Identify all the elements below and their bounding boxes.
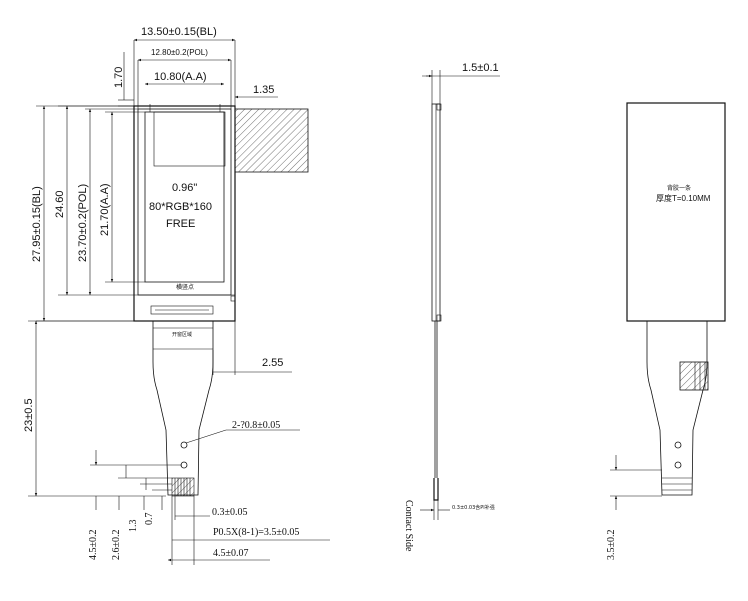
- dim-pitch-spec: P0.5X(8-1)=3.5±0.05: [213, 527, 299, 538]
- back-panel: [626, 102, 726, 322]
- dim-outline-width: 13.50±0.15(BL): [141, 26, 217, 38]
- pi-note: 0.3±0.03含PI补强: [452, 504, 495, 511]
- dim-45: 4.5±0.2: [88, 530, 99, 561]
- fpc-tail: [152, 321, 214, 496]
- dim-35: 3.5±0.2: [606, 530, 617, 561]
- under-screen-label: 横竖点: [176, 283, 194, 291]
- screen-status-text: FREE: [166, 218, 195, 230]
- back-view: 背胶一条 厚度T=0.10MM 3.5±0.2: [606, 102, 726, 561]
- side-view: 1.5±0.1 0.3±0.03含PI补强 Contact Side: [403, 62, 500, 552]
- dim-mid-height: 24.60: [54, 190, 66, 218]
- dim-tail-offset: 2.55: [262, 357, 283, 369]
- fpc-fingers: [171, 477, 195, 497]
- hatched-tab: [234, 108, 309, 173]
- back-fpc: [646, 321, 708, 496]
- dim-thickness: 1.5±0.1: [462, 62, 499, 74]
- front-view: 0.96" 80*RGB*160 FREE 横竖点 开窗区域 13.50±0.1…: [23, 26, 330, 565]
- back-label-2: 厚度T=0.10MM: [656, 193, 711, 203]
- dim-right-offset: 1.35: [253, 84, 274, 96]
- dim-13: 1.3: [128, 520, 139, 533]
- fpc-label: 开窗区域: [172, 331, 192, 338]
- window-box: [153, 111, 226, 167]
- contact-side-label: Contact Side: [403, 500, 414, 552]
- dim-hole-spec: 2-?0.8±0.05: [232, 420, 280, 431]
- active-area: [144, 111, 225, 283]
- screen-size-text: 0.96": [172, 182, 197, 194]
- bl-outline: [133, 105, 236, 322]
- back-hole-upper: [674, 441, 682, 449]
- dim-pol-height: 23.70±0.2(POL): [77, 184, 89, 262]
- dim-07: 0.7: [144, 513, 155, 526]
- dim-aa-width: 10.80(A.A): [154, 71, 207, 83]
- dim-outline-height: 27.95±0.15(BL): [31, 186, 43, 262]
- dim-pol-width: 12.80±0.2(POL): [151, 48, 208, 57]
- dim-finger-width: 0.3±0.05: [212, 507, 248, 518]
- back-hole-lower: [674, 461, 682, 469]
- back-label-1: 背胶一条: [667, 184, 691, 192]
- dim-total-width: 4.5±0.07: [213, 548, 249, 559]
- dim-26: 2.6±0.2: [111, 530, 122, 561]
- back-stiffener: [679, 361, 709, 391]
- dim-top-offset: 1.70: [113, 67, 125, 88]
- dim-fpc-length: 23±0.5: [23, 398, 35, 432]
- screen-resolution-text: 80*RGB*160: [149, 201, 212, 213]
- fpc-hole-upper: [180, 441, 188, 449]
- dim-aa-height: 21.70(A.A): [99, 183, 111, 236]
